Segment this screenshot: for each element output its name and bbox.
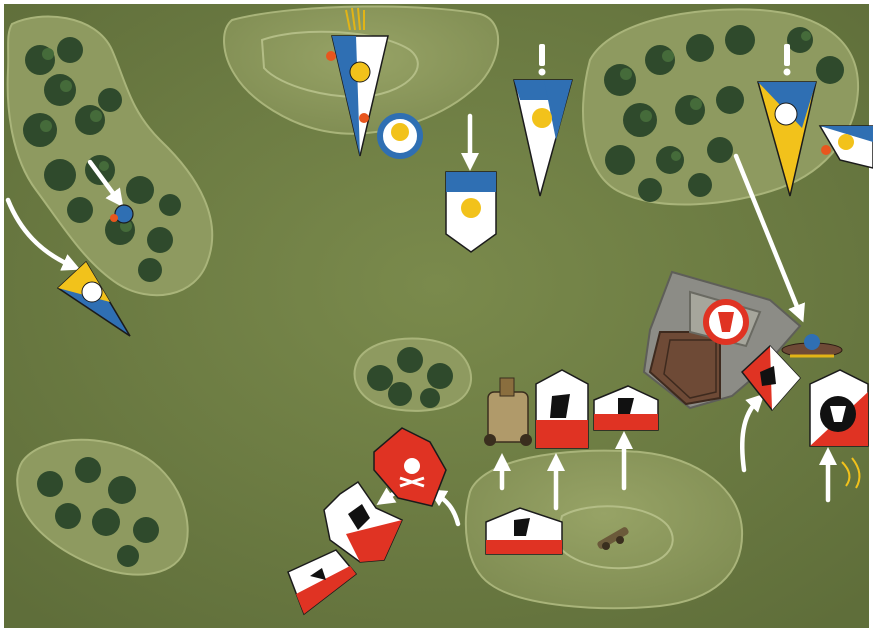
north-round-marker <box>380 116 420 156</box>
south-unit-center-banner <box>536 370 588 448</box>
forest-center <box>355 338 471 410</box>
south-monster-banner <box>810 370 868 446</box>
north-banner-unit <box>446 172 496 252</box>
wolf-head-icon <box>820 396 856 432</box>
south-round-marker <box>706 302 746 342</box>
